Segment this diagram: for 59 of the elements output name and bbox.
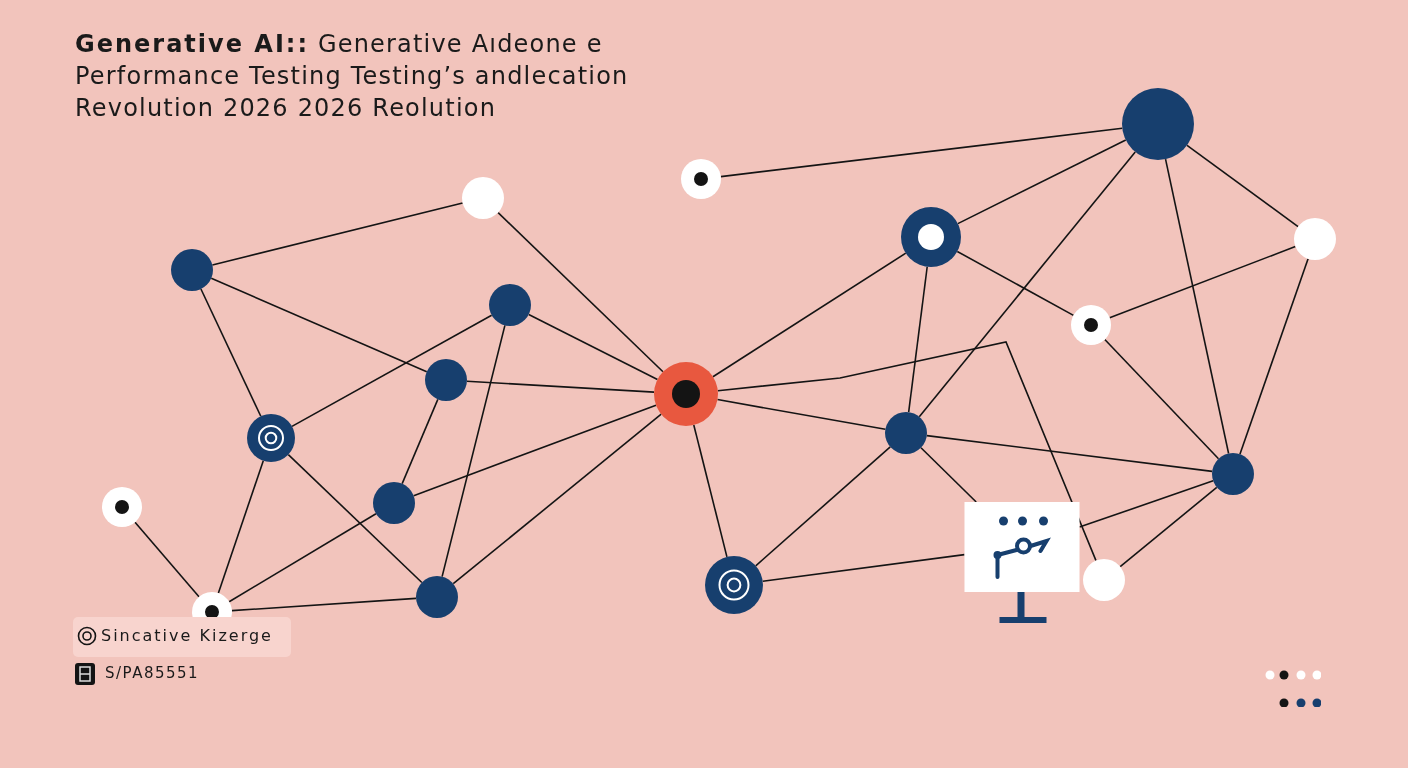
connector-line [720, 127, 1124, 178]
connector-line [918, 151, 1137, 418]
connector-line [1239, 258, 1309, 455]
connector-line [712, 252, 907, 378]
connector-line [412, 404, 657, 497]
connector-line [716, 398, 887, 431]
connector-line [1078, 480, 1214, 528]
network-node [1071, 305, 1111, 345]
hub-node [654, 362, 718, 426]
connector-line [957, 139, 1127, 225]
label-text: Sincative Kizerge [101, 626, 273, 645]
network-node [681, 159, 721, 199]
connector-line [211, 202, 464, 266]
connector-line [527, 313, 659, 381]
connector-line [441, 324, 506, 578]
network-node [416, 576, 458, 618]
network-node [1294, 218, 1336, 260]
network-node [885, 412, 927, 454]
connector-line [217, 459, 265, 594]
connector-line [228, 513, 377, 603]
connector-line [907, 265, 928, 413]
network-node [705, 556, 763, 614]
connector-line [1104, 338, 1220, 460]
label-text: S/PA85551 [105, 664, 200, 682]
connector-line [717, 341, 1097, 562]
network-node [901, 207, 961, 267]
connector-line [200, 288, 262, 418]
network-node [102, 487, 142, 527]
connector-line [1186, 144, 1299, 228]
connector-line [1108, 245, 1297, 319]
connector-line [466, 380, 655, 393]
connector-line [761, 553, 966, 582]
connector-line [754, 446, 892, 567]
connector-line [920, 446, 977, 503]
network-node [171, 249, 213, 291]
network-node [425, 359, 467, 401]
network-node [373, 482, 415, 524]
connector-line [210, 277, 428, 373]
network-node [192, 592, 232, 617]
connector-line [291, 314, 493, 428]
connector-line [956, 250, 1075, 317]
connector-line [134, 521, 200, 598]
connector-line [1164, 158, 1230, 455]
connector-line [287, 453, 423, 584]
connector-line [1119, 486, 1218, 568]
connector-line [452, 413, 662, 585]
connector-line [401, 398, 439, 485]
connector-line [497, 211, 664, 373]
connector-line [693, 424, 728, 558]
connector-line [231, 597, 417, 612]
title: Generative AI:: Generative Aıdeone e Performance Testing Testing’s andlecation Revolution 2026 2026 Reolution [75, 29, 630, 124]
presentation-board-drawing [964, 502, 1080, 623]
network-node [247, 414, 295, 462]
network-node [489, 284, 531, 326]
network-node [462, 177, 504, 219]
network-node [1212, 453, 1254, 495]
network-node [1122, 88, 1194, 160]
connector-line [926, 434, 1213, 473]
network-node [1083, 559, 1125, 601]
